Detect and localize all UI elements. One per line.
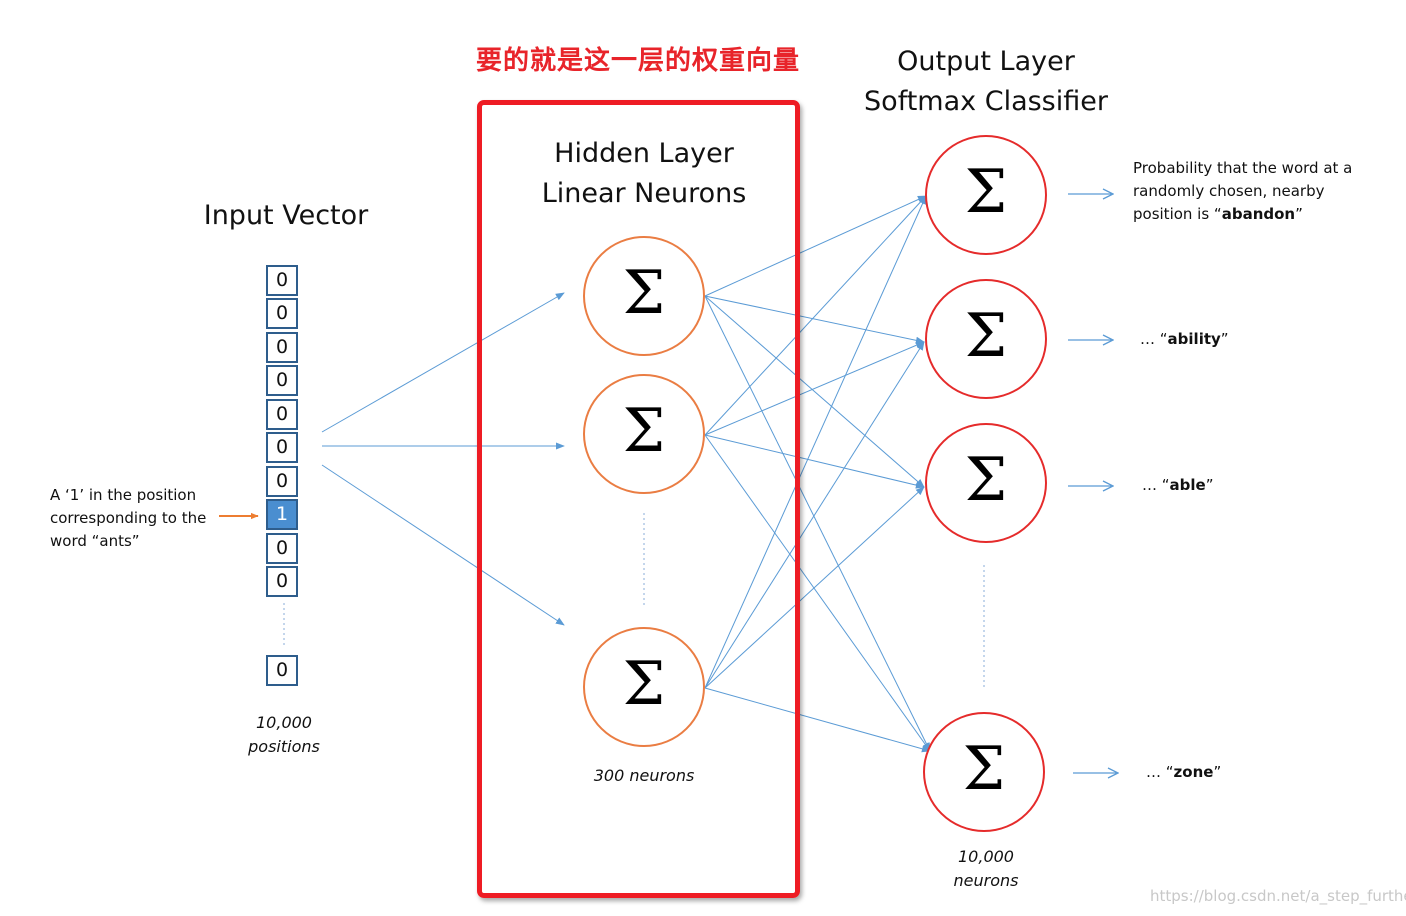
hidden-to-output-arrow — [704, 195, 927, 689]
output-word: abandon — [1221, 205, 1296, 223]
hidden-neuron: Σ — [583, 627, 705, 747]
output-label-able: … “able” — [1142, 476, 1214, 494]
output-label-abandon: Probability that the word at a randomly … — [1133, 157, 1403, 226]
input-cell: 0 — [266, 265, 298, 296]
input-note-line: A ‘1’ in the position — [50, 486, 197, 504]
sigma-symbol: Σ — [622, 649, 666, 719]
output-label-line: position is “abandon” — [1133, 205, 1303, 223]
input-cell-last: 0 — [266, 655, 298, 686]
hidden-neuron: Σ — [583, 374, 705, 494]
hidden-to-output-arrow — [704, 486, 925, 689]
hidden-to-output-arrow — [704, 434, 925, 489]
input-to-hidden-arrow — [321, 464, 565, 626]
output-layer-title-line1: Output Layer — [897, 46, 1075, 77]
input-cell-active: 1 — [266, 499, 298, 530]
hidden-to-output-arrow — [704, 295, 931, 752]
sigma-symbol: Σ — [964, 157, 1008, 227]
hidden-layer-title-line1: Hidden Layer — [554, 138, 734, 169]
hidden-to-output-arrow — [704, 295, 925, 344]
hidden-to-output-arrow — [704, 295, 925, 488]
sigma-symbol: Σ — [622, 396, 666, 466]
hidden-to-output-arrow — [704, 195, 927, 436]
output-count-unit: neurons — [953, 871, 1019, 890]
input-cell: 0 — [266, 533, 298, 564]
output-word: zone — [1173, 763, 1214, 781]
output-neuron: Σ — [925, 279, 1047, 399]
input-layer-title: Input Vector — [203, 200, 369, 231]
input-cell: 0 — [266, 432, 298, 463]
input-cell: 0 — [266, 365, 298, 396]
sigma-symbol: Σ — [622, 258, 666, 328]
hidden-layer-title: Hidden Layer Linear Neurons — [504, 134, 784, 214]
input-cell: 0 — [266, 399, 298, 430]
hidden-to-output-arrow — [704, 195, 927, 297]
input-note-line: corresponding to the — [50, 509, 207, 527]
output-label-line: randomly chosen, nearby — [1133, 182, 1325, 200]
output-word: ability — [1167, 330, 1221, 348]
weights-annotation: 要的就是这一层的权重向量 — [476, 46, 801, 76]
hidden-to-output-arrow — [704, 687, 931, 753]
hidden-layer-title-line2: Linear Neurons — [541, 178, 747, 209]
input-cell: 0 — [266, 466, 298, 497]
hidden-layer-highlight-box — [477, 100, 800, 898]
output-neuron: Σ — [923, 712, 1045, 832]
input-note: A ‘1’ in the position corresponding to t… — [50, 484, 230, 553]
input-cell: 0 — [266, 298, 298, 329]
hidden-neuron: Σ — [583, 236, 705, 356]
output-layer-title-line2: Softmax Classifier — [864, 86, 1108, 117]
input-count-number: 10,000 — [256, 713, 312, 732]
output-label-ability: … “ability” — [1140, 330, 1229, 348]
input-cell: 0 — [266, 566, 298, 597]
hidden-to-output-arrow — [704, 434, 931, 752]
sigma-symbol: Σ — [964, 301, 1008, 371]
output-count-number: 10,000 — [958, 847, 1014, 866]
output-count-label: 10,000 neurons — [926, 845, 1046, 893]
output-label-line: Probability that the word at a — [1133, 159, 1353, 177]
output-label-zone: … “zone” — [1146, 763, 1222, 781]
hidden-to-output-arrow — [704, 341, 925, 689]
input-note-line: word “ants” — [50, 532, 140, 550]
sigma-symbol: Σ — [962, 734, 1006, 804]
hidden-count-label: 300 neurons — [593, 766, 695, 785]
output-layer-title: Output Layer Softmax Classifier — [846, 42, 1126, 122]
sigma-symbol: Σ — [964, 445, 1008, 515]
input-to-hidden-arrow — [321, 292, 565, 433]
output-word: able — [1169, 476, 1206, 494]
input-count-unit: positions — [248, 737, 320, 756]
watermark: https://blog.csdn.net/a_step_further — [1150, 887, 1406, 905]
output-neuron: Σ — [925, 423, 1047, 543]
output-neuron: Σ — [925, 135, 1047, 255]
input-count-label: 10,000 positions — [226, 711, 342, 759]
input-cell: 0 — [266, 332, 298, 363]
hidden-to-output-arrow — [704, 341, 925, 436]
